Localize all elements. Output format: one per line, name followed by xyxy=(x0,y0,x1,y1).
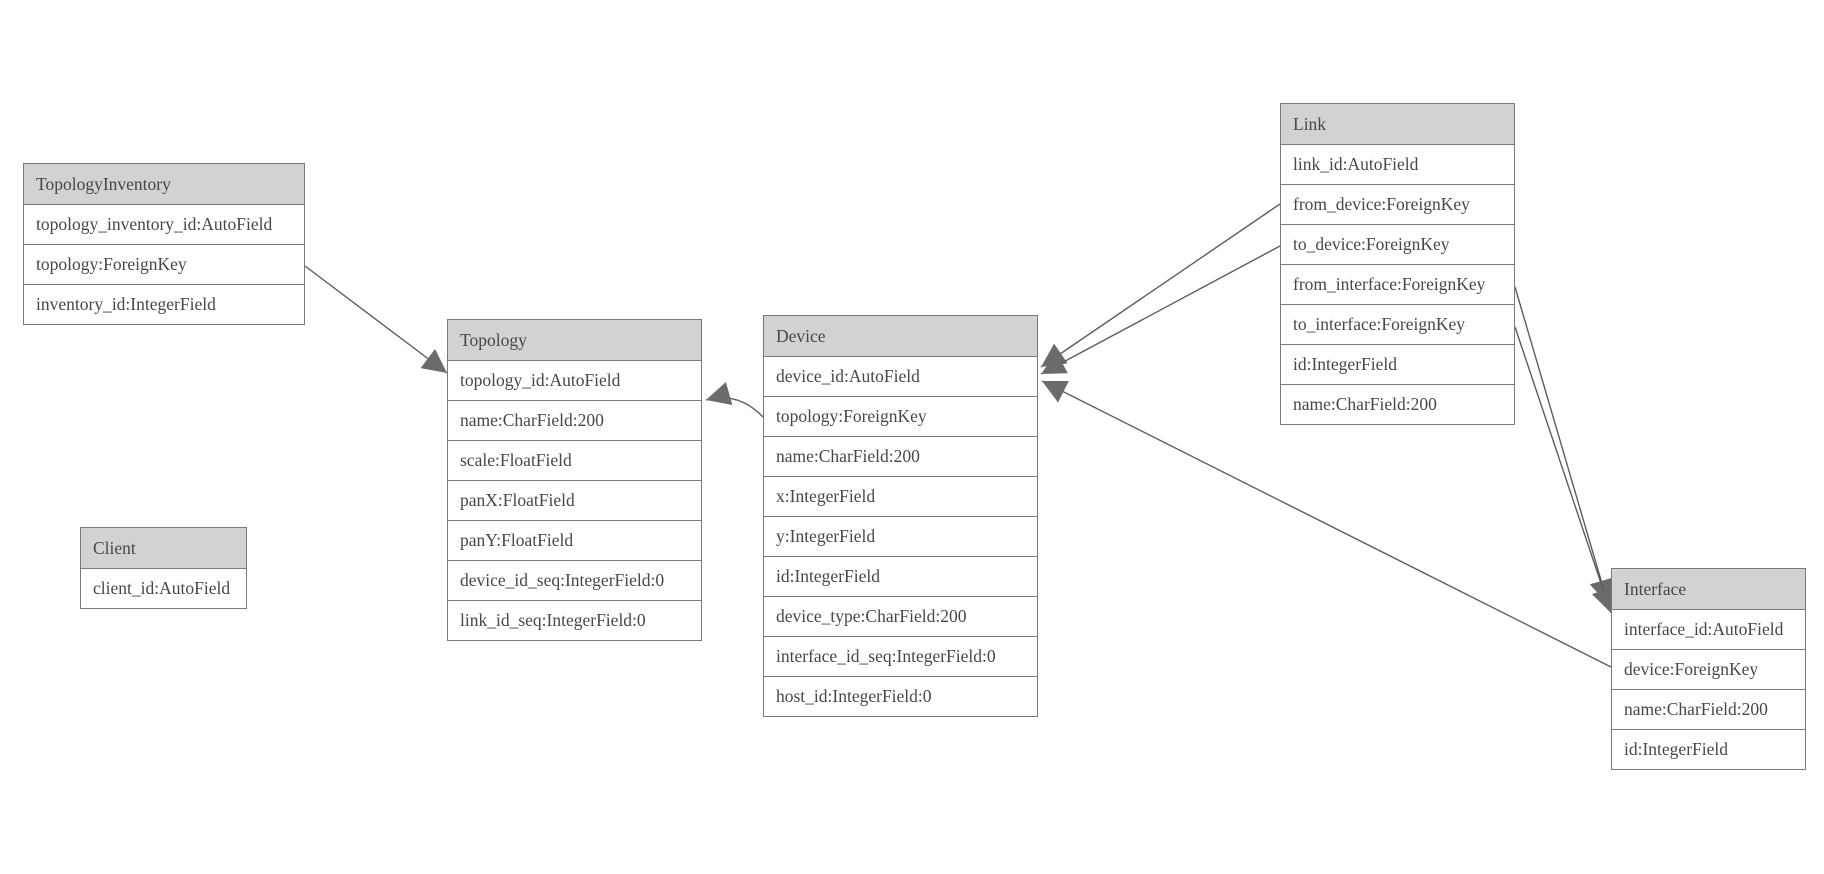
entity-title: Topology xyxy=(448,320,701,360)
field-row: y:IntegerField xyxy=(764,516,1037,556)
field-row: id:IntegerField xyxy=(764,556,1037,596)
entity-title: Interface xyxy=(1612,569,1805,609)
field-row: client_id:AutoField xyxy=(81,568,246,608)
edge-interface-device xyxy=(1041,380,1612,668)
edge-link-frominterface-interface xyxy=(1514,286,1613,605)
field-row: id:IntegerField xyxy=(1612,729,1805,769)
field-row: to_interface:ForeignKey xyxy=(1281,304,1514,344)
field-row: link_id:AutoField xyxy=(1281,144,1514,184)
field-row: link_id_seq:IntegerField:0 xyxy=(448,600,701,640)
entity-title: Client xyxy=(81,528,246,568)
field-row: id:IntegerField xyxy=(1281,344,1514,384)
edge-link-todevice-device xyxy=(1040,245,1281,375)
field-row: from_interface:ForeignKey xyxy=(1281,264,1514,304)
entity-device: Device device_id:AutoField topology:Fore… xyxy=(763,315,1038,717)
field-row: panX:FloatField xyxy=(448,480,701,520)
field-row: panY:FloatField xyxy=(448,520,701,560)
field-row: interface_id:AutoField xyxy=(1612,609,1805,649)
edge-topologyinventory-topology xyxy=(304,265,448,374)
edge-link-fromdevice-device xyxy=(1040,203,1281,368)
field-row: name:CharField:200 xyxy=(1612,689,1805,729)
entity-title: TopologyInventory xyxy=(24,164,304,204)
field-row: inventory_id:IntegerField xyxy=(24,284,304,324)
field-row: to_device:ForeignKey xyxy=(1281,224,1514,264)
field-row: host_id:IntegerField:0 xyxy=(764,676,1037,716)
edge-device-topology xyxy=(705,381,764,418)
field-row: topology:ForeignKey xyxy=(764,396,1037,436)
field-row: topology:ForeignKey xyxy=(24,244,304,284)
field-row: name:CharField:200 xyxy=(448,400,701,440)
field-row: name:CharField:200 xyxy=(764,436,1037,476)
entity-link: Link link_id:AutoField from_device:Forei… xyxy=(1280,103,1515,425)
field-row: device_id:AutoField xyxy=(764,356,1037,396)
field-row: topology_id:AutoField xyxy=(448,360,701,400)
field-row: x:IntegerField xyxy=(764,476,1037,516)
entity-topology-inventory: TopologyInventory topology_inventory_id:… xyxy=(23,163,305,325)
entity-interface: Interface interface_id:AutoField device:… xyxy=(1611,568,1806,770)
entity-topology: Topology topology_id:AutoField name:Char… xyxy=(447,319,702,641)
edge-link-tointerface-interface xyxy=(1514,326,1615,614)
field-row: name:CharField:200 xyxy=(1281,384,1514,424)
field-row: device_type:CharField:200 xyxy=(764,596,1037,636)
field-row: topology_inventory_id:AutoField xyxy=(24,204,304,244)
field-row: from_device:ForeignKey xyxy=(1281,184,1514,224)
field-row: device_id_seq:IntegerField:0 xyxy=(448,560,701,600)
entity-title: Link xyxy=(1281,104,1514,144)
field-row: device:ForeignKey xyxy=(1612,649,1805,689)
field-row: interface_id_seq:IntegerField:0 xyxy=(764,636,1037,676)
entity-client: Client client_id:AutoField xyxy=(80,527,247,609)
entity-title: Device xyxy=(764,316,1037,356)
field-row: scale:FloatField xyxy=(448,440,701,480)
